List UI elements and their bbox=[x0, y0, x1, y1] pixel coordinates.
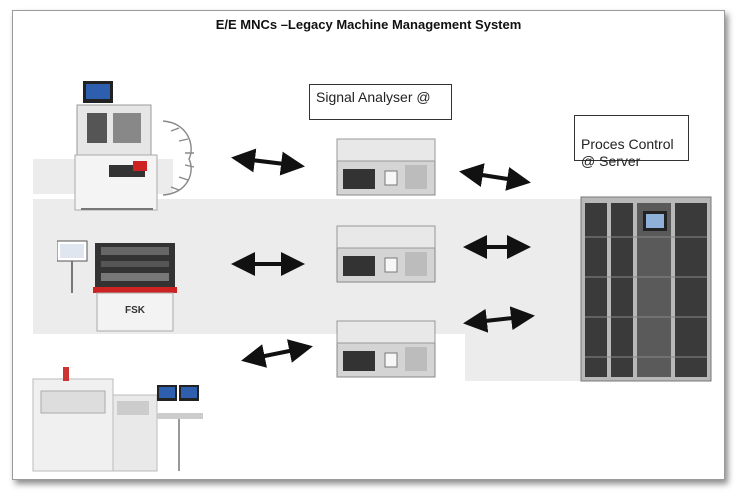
arrow-machine3-analyser3 bbox=[241, 339, 313, 368]
signal-analyser-1 bbox=[335, 137, 439, 197]
arrow-analyser1-server bbox=[459, 163, 531, 191]
signal-analyser-text: Signal Analyser @ bbox=[316, 89, 431, 105]
legacy-machine-3 bbox=[29, 355, 209, 473]
machine-2-brand: FSK bbox=[125, 305, 146, 316]
diagram-title: E/E MNCs –Legacy Machine Management Syst… bbox=[215, 17, 522, 32]
arrow-machine1-analyser1 bbox=[231, 148, 305, 176]
process-control-label: Proces Control @ Server bbox=[574, 115, 689, 169]
legacy-machine-2: FSK bbox=[57, 233, 187, 333]
screen-icon bbox=[86, 84, 110, 99]
process-control-server bbox=[579, 187, 719, 385]
server-screen-icon bbox=[646, 214, 664, 228]
connection-arrows bbox=[231, 148, 535, 368]
signal-analyser-3 bbox=[335, 319, 439, 379]
diagram-frame: E/E MNCs –Legacy Machine Management Syst… bbox=[12, 10, 725, 480]
signal-analyser-label: Signal Analyser @ bbox=[309, 84, 452, 120]
legacy-machine-1 bbox=[73, 77, 195, 212]
signal-analyser-2 bbox=[335, 224, 439, 284]
process-control-text: Proces Control @ Server bbox=[581, 136, 674, 169]
arrow-analyser3-server bbox=[463, 306, 535, 333]
gear-outline-icon bbox=[162, 120, 195, 196]
